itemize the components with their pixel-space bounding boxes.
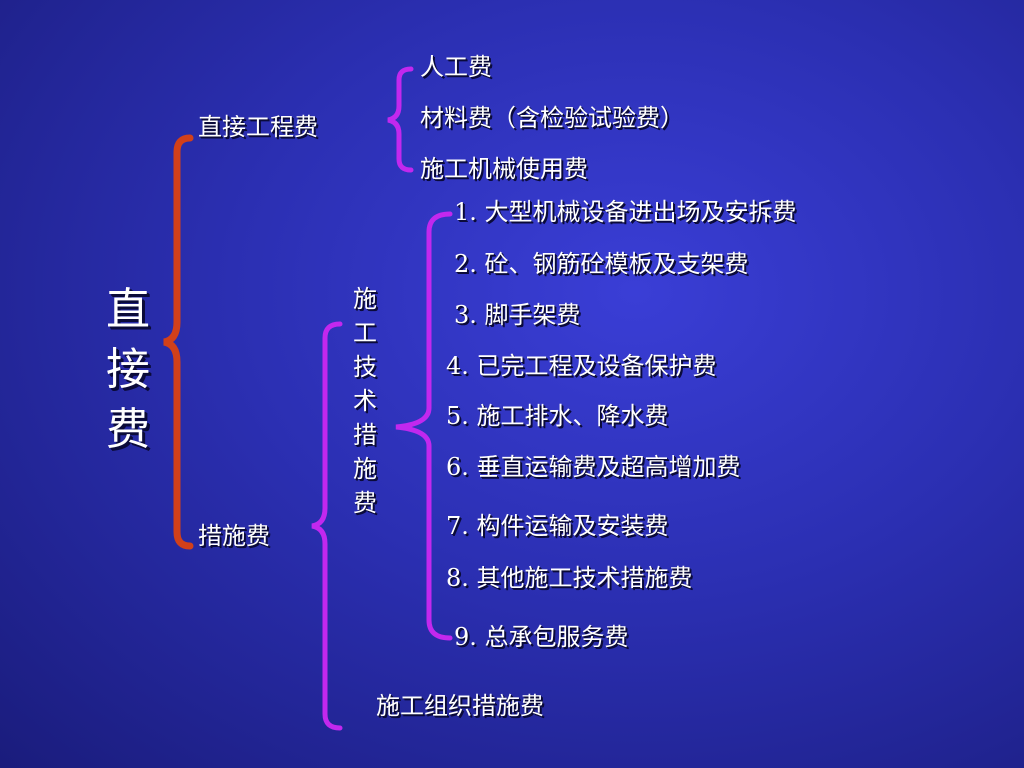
technical-measure-item: 4. 已完工程及设备保护费 [446, 352, 717, 380]
technical-measure-item: 8. 其他施工技术措施费 [446, 564, 693, 592]
technical-measure-item: 3. 脚手架费 [454, 301, 581, 329]
material-cost-item: 材料费（含检验试验费） [420, 104, 684, 132]
direct-engineering-label: 直接工程费 [198, 113, 318, 141]
root-brace [163, 134, 194, 550]
technical-measure-item: 2. 砼、钢筋砼模板及支架费 [454, 250, 749, 278]
technical-measures-label: 施工技术措施费 [353, 285, 377, 517]
measures-label: 措施费 [198, 522, 270, 550]
labor-cost-item: 人工费 [420, 53, 492, 81]
measures-brace [311, 321, 343, 731]
technical-measure-item: 1. 大型机械设备进出场及安拆费 [454, 198, 797, 226]
technical-measures-brace [395, 211, 453, 641]
machinery-cost-item: 施工机械使用费 [420, 155, 588, 183]
technical-measure-item: 9. 总承包服务费 [454, 623, 629, 651]
organization-measures-label: 施工组织措施费 [376, 692, 544, 720]
technical-measure-item: 6. 垂直运输费及超高增加费 [446, 453, 741, 481]
technical-measure-item: 5. 施工排水、降水费 [446, 402, 669, 430]
root-label: 直接费 [106, 284, 150, 455]
direct-engineering-brace [387, 66, 414, 173]
technical-measure-item: 7. 构件运输及安装费 [446, 512, 669, 540]
